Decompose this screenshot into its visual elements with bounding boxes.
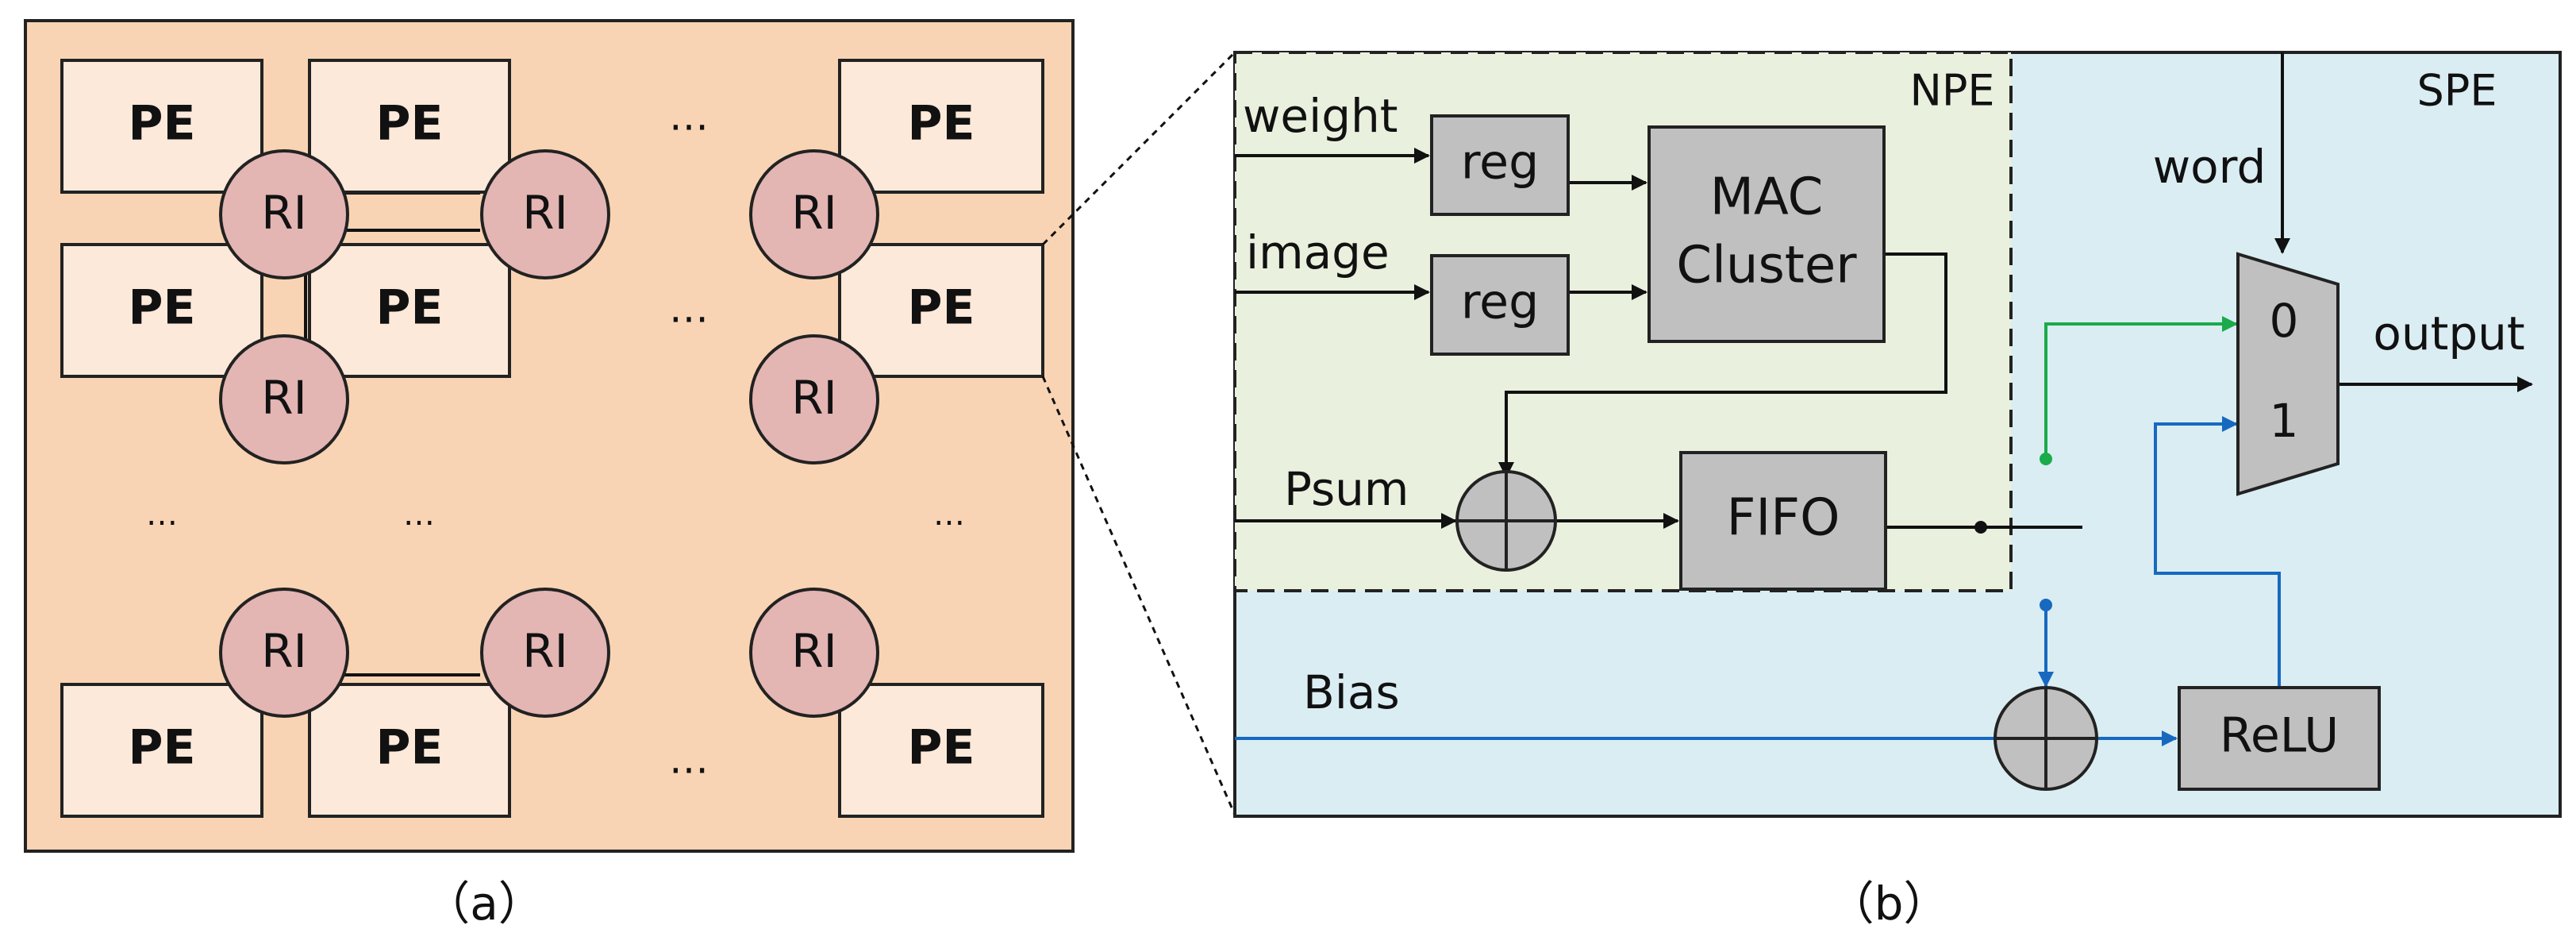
panel-a-caption: （a） — [424, 877, 544, 931]
ellipsis-marks: … … … … … … — [146, 94, 965, 783]
pe-label: PE — [129, 96, 196, 152]
blue-wires — [1235, 416, 2281, 746]
pe-block: PE — [60, 59, 263, 194]
junction-dot — [2040, 599, 2052, 611]
cluster-label: Cluster — [1676, 237, 1857, 295]
npe-label: NPE — [1909, 66, 1994, 116]
pe-blocks: PE PE PE PE PE PE — [60, 59, 1044, 818]
panel-b-caption: （b） — [1828, 877, 1950, 931]
ri-label: RI — [261, 624, 306, 678]
pe-label: PE — [376, 280, 444, 336]
pe-block: PE — [60, 243, 263, 378]
pe-label: PE — [908, 720, 975, 776]
pe-label: PE — [129, 720, 196, 776]
weight-label: weight — [1243, 89, 1398, 143]
green-wire — [2040, 316, 2238, 465]
junction-dot — [2040, 453, 2052, 465]
ri-node: RI — [219, 334, 349, 464]
ellipsis: … — [669, 286, 709, 332]
mux-input-0-label: 0 — [2270, 294, 2299, 348]
output-label: output — [2373, 306, 2524, 360]
ri-node: RI — [219, 149, 349, 279]
psum-adder-icon — [1455, 470, 1557, 572]
ri-routers: RI RI RI RI RI RI — [219, 149, 879, 718]
pe-block: PE — [838, 683, 1044, 818]
pe-block: PE — [838, 59, 1044, 194]
fifo-label: FIFO — [1727, 489, 1840, 548]
pe-label: PE — [908, 280, 975, 336]
reg-label: reg — [1461, 135, 1539, 191]
ri-node: RI — [749, 334, 879, 464]
pe-block: PE — [838, 243, 1044, 378]
word-label: word — [2153, 140, 2266, 194]
image-register: reg — [1430, 254, 1570, 356]
ri-label: RI — [522, 624, 567, 678]
ri-label: RI — [791, 371, 836, 425]
ri-label: RI — [261, 371, 306, 425]
zoom-indicator — [1041, 51, 1236, 815]
junction-dot — [1974, 521, 1987, 534]
pe-block: PE — [308, 243, 511, 378]
ellipsis: … — [146, 496, 178, 533]
ellipsis: … — [669, 94, 709, 140]
panel-a: PE PE PE PE PE PE — [24, 19, 1075, 931]
panel-b: NPE SPE weight — [1233, 51, 2562, 931]
relu-block: ReLU — [2178, 686, 2381, 791]
pe-label: PE — [908, 96, 975, 152]
spe-label: SPE — [2417, 66, 2497, 116]
ellipsis: … — [403, 496, 435, 533]
image-label: image — [1246, 225, 1390, 279]
bias-adder-icon — [1994, 686, 2098, 791]
pe-label: PE — [376, 720, 444, 776]
ellipsis: … — [669, 737, 709, 783]
pe-label: PE — [376, 96, 444, 152]
fifo-block: FIFO — [1679, 451, 1887, 591]
psum-label: Psum — [1284, 462, 1409, 516]
multiplexer-icon: 0 1 — [2236, 252, 2340, 496]
ellipsis: … — [933, 496, 965, 533]
ri-label: RI — [791, 186, 836, 240]
pe-block: PE — [308, 59, 511, 194]
ri-node: RI — [749, 149, 879, 279]
ri-label: RI — [791, 624, 836, 678]
mac-cluster-block: MAC Cluster — [1647, 125, 1886, 343]
weight-register: reg — [1430, 114, 1570, 216]
reg-label: reg — [1461, 275, 1539, 330]
mux-input-1-label: 1 — [2270, 394, 2299, 448]
pe-block: PE — [60, 683, 263, 818]
pe-block: PE — [308, 683, 511, 818]
pe-label: PE — [129, 280, 196, 336]
relu-label: ReLU — [2220, 708, 2339, 764]
ri-label: RI — [522, 186, 567, 240]
ri-label: RI — [261, 186, 306, 240]
ri-node: RI — [219, 588, 349, 718]
mac-label: MAC — [1710, 168, 1824, 227]
ri-node: RI — [480, 149, 610, 279]
ri-node: RI — [749, 588, 879, 718]
bias-label: Bias — [1303, 665, 1400, 719]
ri-node: RI — [480, 588, 610, 718]
